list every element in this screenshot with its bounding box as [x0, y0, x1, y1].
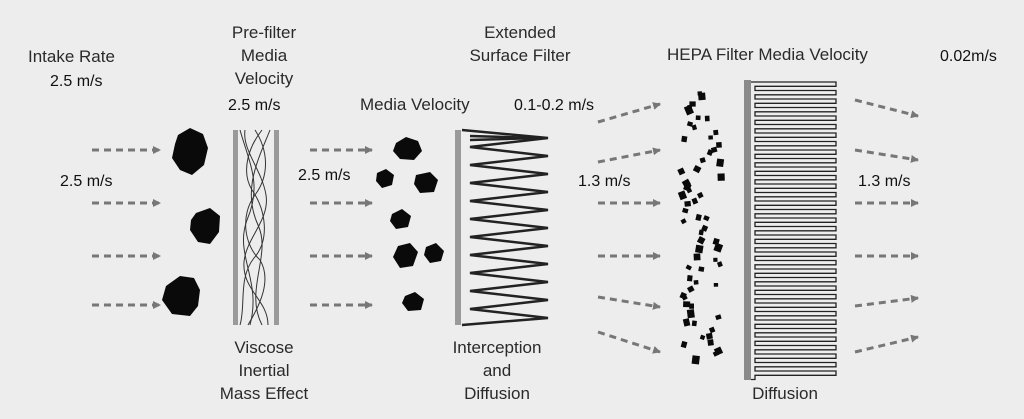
fine-particle: [689, 101, 696, 107]
fine-particle: [683, 301, 691, 308]
fine-particle: [708, 326, 716, 334]
hepa-filter: [744, 80, 837, 381]
fine-particle: [691, 355, 700, 365]
fine-particle: [693, 253, 701, 261]
extended-effect-line-3: Diffusion: [464, 384, 530, 403]
fine-particle: [693, 280, 699, 285]
fine-particle: [699, 157, 706, 164]
prefilter-media: [233, 129, 279, 326]
fine-particle: [713, 129, 719, 136]
fine-particle: [685, 264, 692, 271]
fine-particle: [686, 188, 693, 194]
fine-particle: [716, 158, 725, 168]
fine-particle: [682, 318, 691, 327]
media-velocity-value: 0.1-0.2 m/s: [514, 97, 595, 114]
fine-particle: [698, 229, 704, 236]
fine-particle: [691, 197, 699, 205]
fine-particle: [686, 121, 694, 127]
extended-surface-filter: [455, 128, 549, 327]
fine-particle: [701, 224, 709, 232]
extended-effect-line-1: Interception: [452, 338, 542, 357]
hepa-title: HEPA Filter Media Velocity: [667, 45, 868, 64]
fine-particle: [686, 309, 695, 319]
prefilter-effect-line-2: Inertial: [238, 361, 290, 380]
fine-particle: [705, 332, 713, 340]
fine-particle: [704, 115, 710, 122]
fine-particle: [681, 135, 688, 143]
fine-particle: [713, 257, 718, 262]
prefilter-title-line-3: Velocity: [234, 69, 294, 88]
intake-rate-value: 2.5 m/s: [50, 73, 103, 90]
fine-particle: [680, 218, 687, 225]
fine-particle: [717, 173, 725, 181]
hepa-flow-value: 1.3 m/s: [858, 173, 911, 190]
fine-particle: [697, 92, 706, 101]
extended-flow-value: 1.3 m/s: [578, 173, 631, 190]
extended-title-line-1: Extended: [484, 23, 556, 42]
prefilter-title-line-2: Media: [240, 46, 288, 65]
fine-particle: [708, 135, 713, 140]
fine-particle: [689, 303, 694, 309]
fine-particle: [696, 191, 704, 199]
hepa-velocity-value: 0.02m/s: [940, 48, 997, 65]
prefilter-velocity-value: 2.5 m/s: [228, 97, 281, 114]
hepa-effect-label: Diffusion: [752, 384, 818, 403]
fine-particle: [681, 294, 688, 301]
fine-particle: [692, 164, 702, 174]
prefilter-flow-value: 2.5 m/s: [298, 167, 351, 184]
fine-particle: [683, 104, 694, 116]
fine-particle: [716, 261, 723, 268]
prefilter-out-arrows: [310, 146, 373, 309]
fine-particle: [677, 167, 686, 176]
fine-particle: [698, 266, 705, 272]
fine-particle: [677, 190, 688, 201]
fine-particle: [691, 320, 697, 327]
fine-particle: [716, 142, 722, 148]
fine-particle: [703, 215, 710, 222]
fine-particle: [706, 149, 714, 156]
extended-effect-line-2: and: [482, 361, 512, 380]
extended-out-arrows: [597, 102, 661, 354]
fine-particle: [715, 314, 722, 321]
fine-particle: [684, 200, 692, 207]
hepa-pleat-path: [751, 81, 837, 381]
fine-particle: [691, 124, 698, 131]
fine-particle: [696, 236, 706, 245]
prefilter-effect-line-3: Mass Effect: [219, 384, 309, 403]
fine-particle: [699, 334, 706, 341]
hepa-out-arrows: [854, 98, 919, 354]
fine-particle: [682, 207, 689, 214]
fine-particles: [677, 91, 725, 365]
fine-particle: [695, 244, 704, 254]
intake-rate-title: Intake Rate: [28, 47, 115, 66]
fine-particle: [680, 340, 688, 349]
large-particles: [162, 128, 220, 316]
fine-particle: [686, 275, 693, 282]
fine-particle: [695, 213, 702, 222]
prefilter-title-line-1: Pre-filter: [231, 23, 297, 42]
media-velocity-label: Media Velocity: [360, 95, 470, 114]
prefilter-effect-line-1: Viscose: [234, 338, 294, 357]
fine-particle: [713, 282, 719, 287]
fine-particle: [686, 285, 695, 293]
extended-title-line-2: Surface Filter: [469, 46, 571, 65]
intake-flow-value: 2.5 m/s: [60, 173, 113, 190]
medium-particles: [376, 137, 444, 311]
fine-particle: [713, 242, 724, 253]
fine-particle: [707, 339, 714, 346]
fine-particle: [712, 350, 720, 357]
fine-particle: [695, 115, 701, 121]
